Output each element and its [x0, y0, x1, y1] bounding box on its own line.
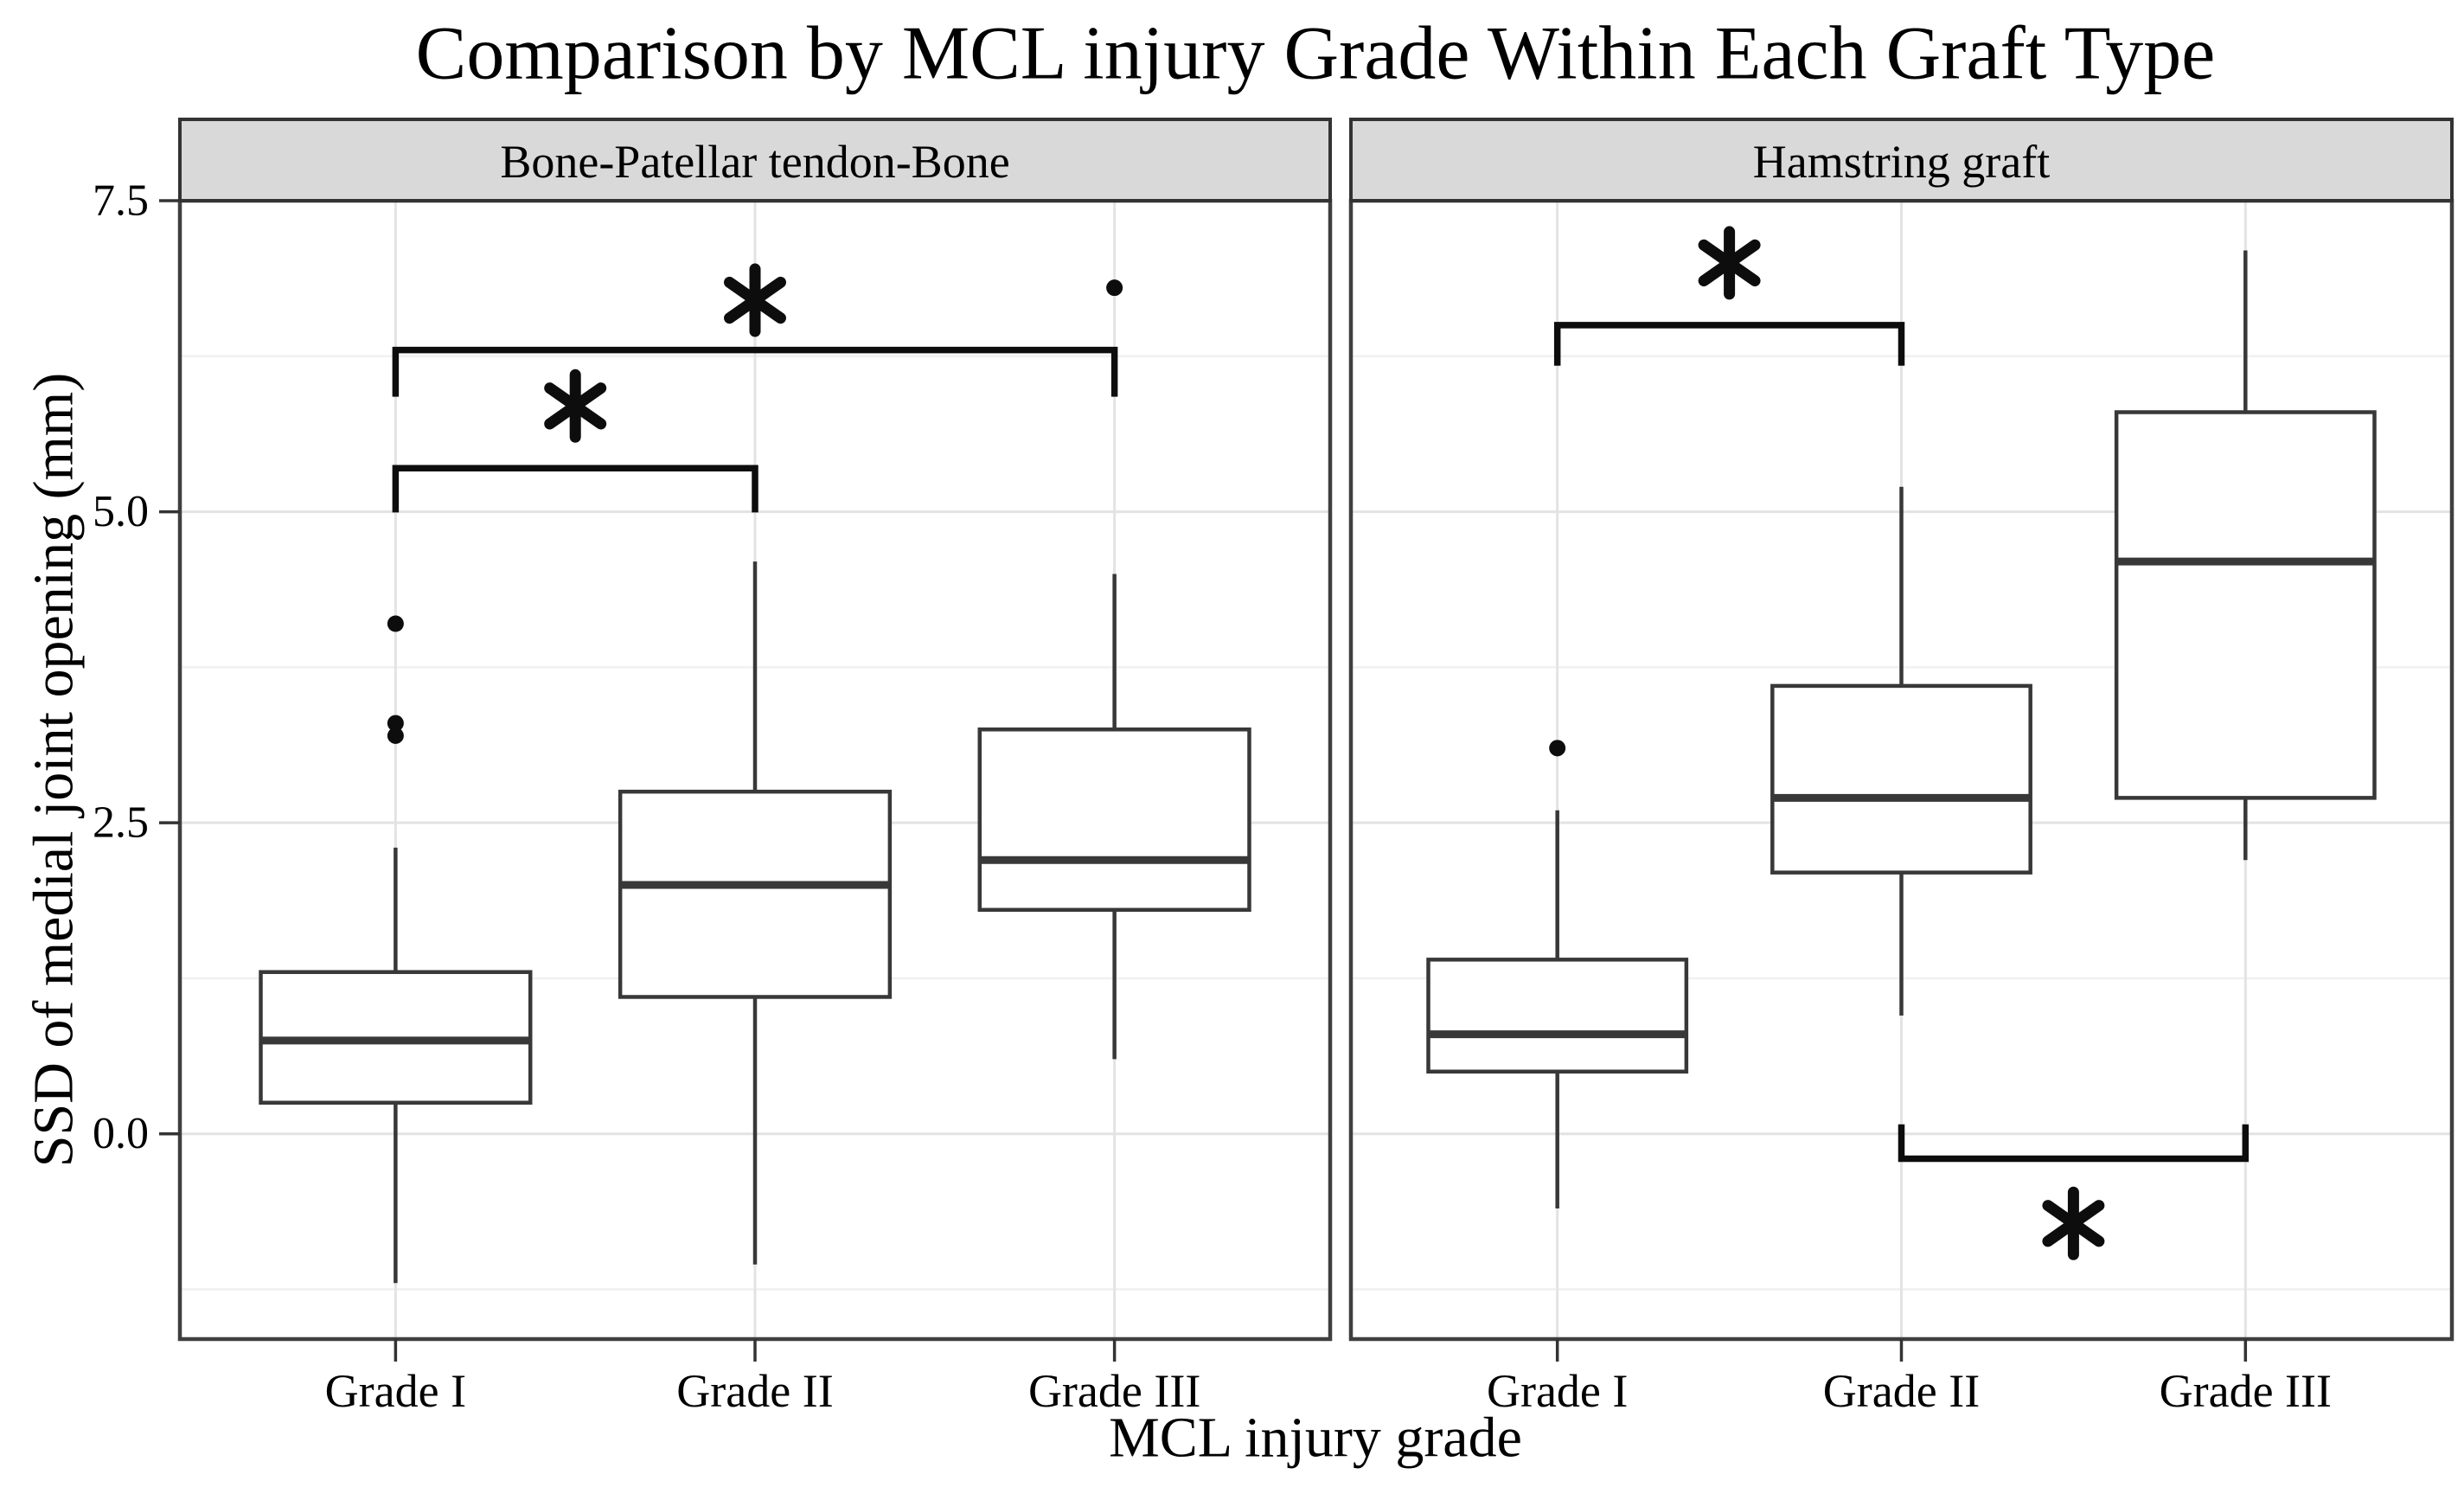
- asterisk-stroke: [544, 382, 607, 430]
- outlier-point: [387, 727, 404, 744]
- significance-bone-patellar-tendon-bone: [392, 263, 1118, 397]
- outlier-point: [387, 715, 404, 732]
- significance-asterisk: [544, 369, 607, 443]
- outlier-point: [1549, 740, 1566, 757]
- asterisk-stroke: [724, 276, 786, 324]
- y-tick-label: 5.0: [93, 487, 149, 536]
- box-iqr: [618, 789, 893, 999]
- y-axis: 0.0 2.5 5.0 7.5: [93, 176, 180, 1158]
- facet-strip: [178, 118, 1332, 202]
- x-tick-label: Grade III: [2160, 1365, 2332, 1417]
- box-iqr: [1770, 683, 2032, 875]
- x-tick-label: Grade I: [325, 1365, 466, 1417]
- significance-asterisk: [1698, 226, 1761, 300]
- x-tick-label: Grade I: [1487, 1365, 1628, 1417]
- y-tick-label: 2.5: [93, 798, 149, 848]
- x-tick-label: Grade III: [1028, 1365, 1200, 1417]
- significance-bracket: [1553, 322, 1905, 366]
- asterisk-stroke: [1698, 239, 1761, 287]
- x-axis-title: MCL injury grade: [1109, 1407, 1522, 1470]
- significance-asterisk: [724, 263, 786, 337]
- asterisk-stroke: [2042, 1200, 2105, 1247]
- box-iqr: [1426, 958, 1689, 1074]
- y-axis-title: SSD of medial joint opening (mm): [22, 373, 86, 1167]
- box-hamstring-graft-grade-i: [1426, 740, 1689, 1208]
- y-tick-label: 0.0: [93, 1109, 149, 1158]
- box-iqr: [977, 727, 1251, 913]
- significance-hamstring-graft: [1553, 226, 1905, 366]
- x-tick-label: Grade II: [1823, 1365, 1980, 1417]
- box-hamstring-graft-grade-iii: [2114, 250, 2377, 861]
- chart-title: Comparison by MCL injury Grade Within Ea…: [416, 12, 2216, 96]
- significance-bone-patellar-tendon-bone: [392, 369, 758, 513]
- facet-strip-label: Bone-Patellar tendon-Bone: [500, 136, 1009, 188]
- outlier-point: [387, 615, 404, 632]
- box-hamstring-graft-grade-ii: [1770, 486, 2032, 1016]
- y-tick-label: 7.5: [93, 176, 149, 226]
- significance-bracket: [392, 346, 1118, 397]
- outlier-point: [1106, 279, 1123, 297]
- box-bone-patellar-tendon-bone-grade-i: [259, 615, 533, 1284]
- box-iqr: [2114, 410, 2377, 800]
- significance-hamstring-graft: [1898, 1124, 2250, 1260]
- facet-strip-label: Hamstring graft: [1753, 136, 2050, 188]
- significance-bracket: [392, 465, 758, 513]
- facet-strip: [1349, 118, 2454, 202]
- box-bone-patellar-tendon-bone-grade-iii: [977, 279, 1251, 1060]
- significance-asterisk: [2042, 1186, 2105, 1260]
- box-bone-patellar-tendon-bone-grade-ii: [618, 561, 893, 1265]
- x-tick-label: Grade II: [676, 1365, 833, 1417]
- significance-bracket: [1898, 1124, 2250, 1163]
